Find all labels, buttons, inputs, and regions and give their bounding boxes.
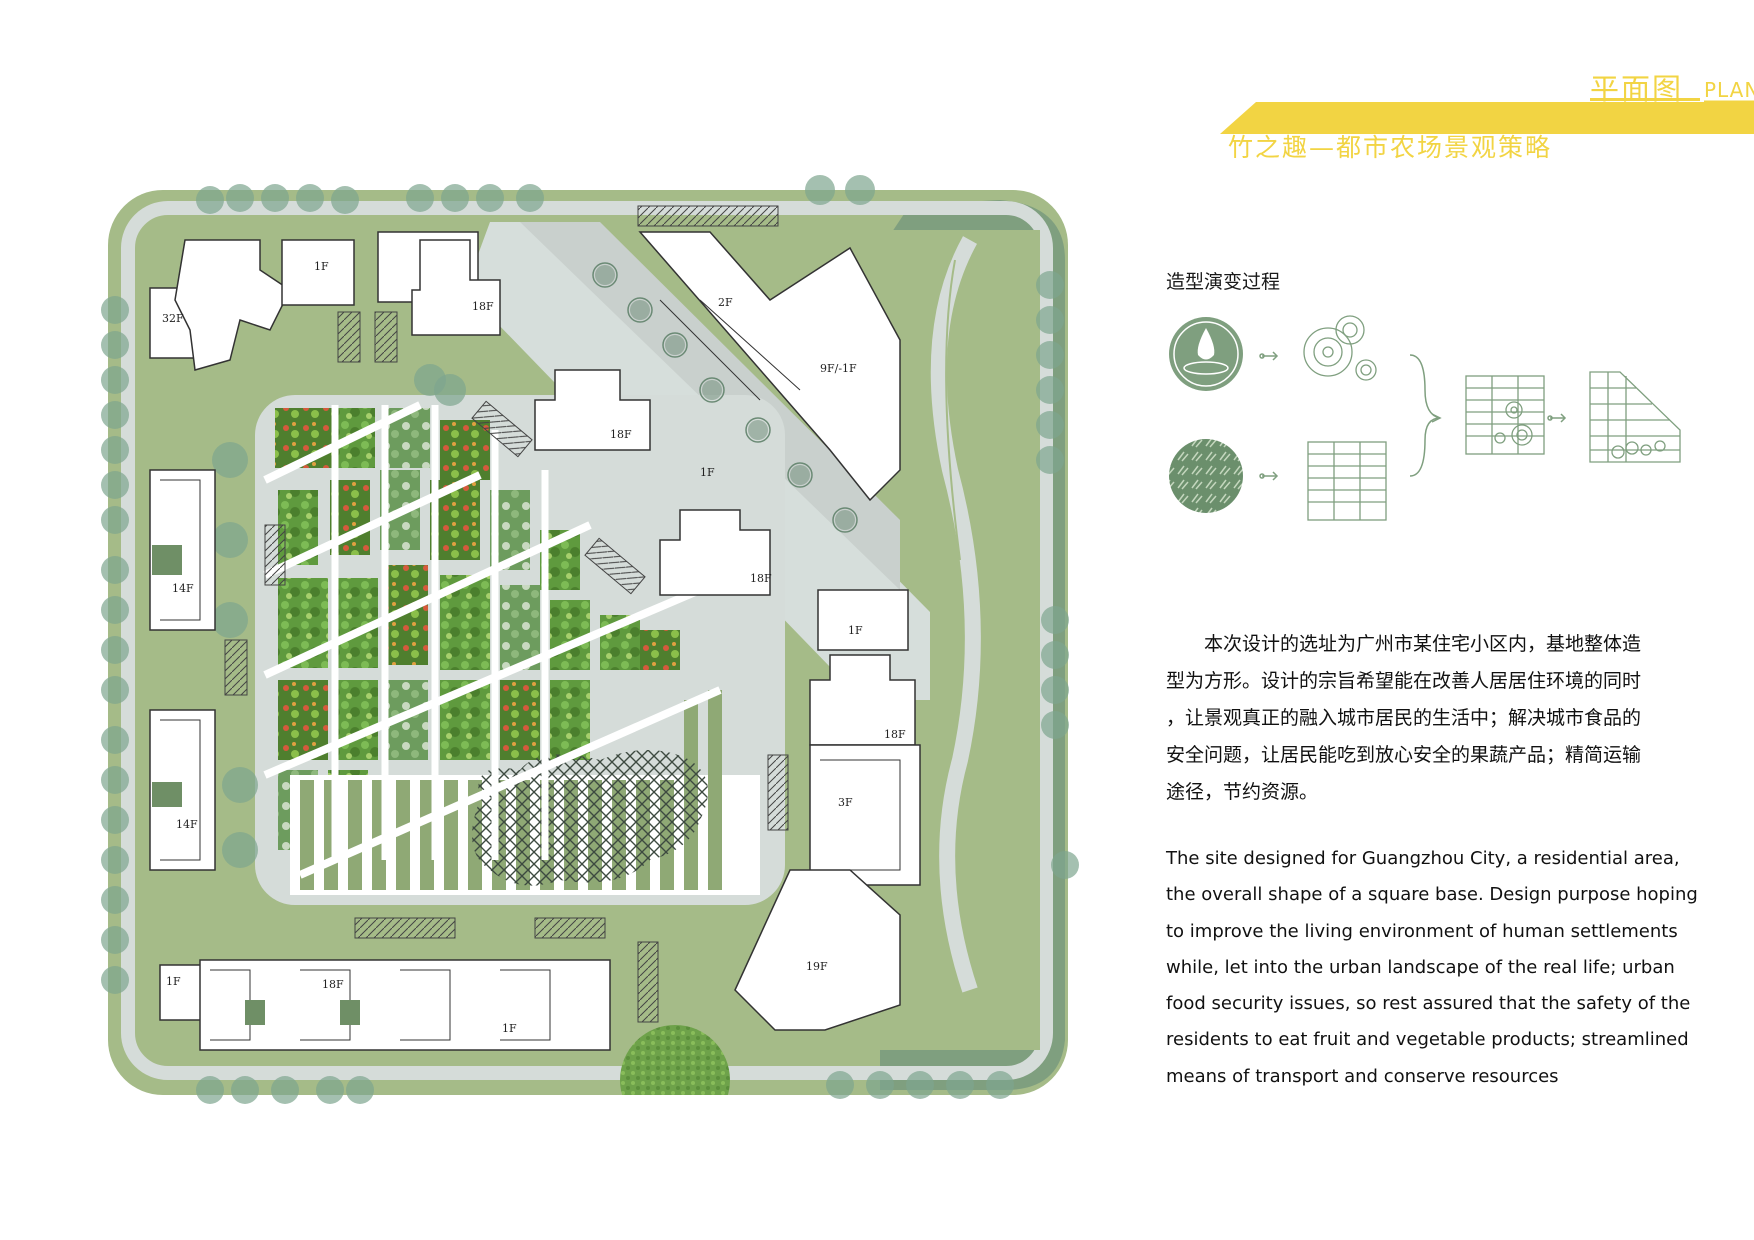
farm-fields xyxy=(263,401,760,895)
label-1f-a: 1F xyxy=(314,260,329,273)
description-en-line: means of transport and conserve resource… xyxy=(1166,1065,1559,1087)
description-cn-line: 型为方形。设计的宗旨希望能在改善人居居住环境的同时 xyxy=(1166,670,1642,692)
label-1f-b: 1F xyxy=(700,466,715,479)
description-cn-line: 途径，节约资源。 xyxy=(1166,781,1319,803)
parking xyxy=(224,205,789,1023)
description-en-line: the overall shape of a square base. Desi… xyxy=(1166,884,1698,906)
header-bar xyxy=(1220,100,1754,134)
label-14f-b: 14F xyxy=(176,818,198,831)
label-19f: 19F xyxy=(806,960,828,973)
bamboo-icon xyxy=(1169,439,1243,513)
site-plan: 32F 1F 18F 2F 9F/-1F 18F 1F 14F 18F 1F 1… xyxy=(101,175,1079,1110)
water-drop-icon xyxy=(1169,317,1243,391)
trees xyxy=(101,175,1079,1104)
description-cn: 本次设计的选址为广州市某住宅小区内，基地整体造 型为方形。设计的宗旨希望能在改善… xyxy=(1166,626,1686,811)
label-1f-e: 1F xyxy=(502,1022,517,1035)
label-18f-c: 18F xyxy=(750,572,772,585)
description-en-line: residents to eat fruit and vegetable pro… xyxy=(1166,1029,1689,1051)
label-32f: 32F xyxy=(162,312,184,325)
description-cn-line: 本次设计的选址为广州市某住宅小区内，基地整体造 xyxy=(1166,633,1642,655)
description-cn-line: 安全问题，让居民能吃到放心安全的果蔬产品；精简运输 xyxy=(1166,744,1642,766)
label-2f: 2F xyxy=(718,296,733,309)
description-cn-line: ，让景观真正的融入城市居民的生活中；解决城市食品的 xyxy=(1166,707,1642,729)
header-title-underline xyxy=(1590,98,1700,101)
combined-grid-icon xyxy=(1465,375,1545,455)
label-3f: 3F xyxy=(838,796,853,809)
description-en-line: food security issues, so rest assured th… xyxy=(1166,993,1691,1015)
page-title-en: PLAN xyxy=(1704,78,1754,102)
label-18f-e: 18F xyxy=(322,978,344,991)
evolution-title: 造型演变过程 xyxy=(1166,271,1281,293)
buildings xyxy=(149,231,921,1051)
description-en: The site designed for Guangzhou City, a … xyxy=(1166,841,1698,1095)
label-14f-a: 14F xyxy=(172,582,194,595)
description-en-line: while, let into the urban landscape of t… xyxy=(1166,956,1675,978)
label-18f-b: 18F xyxy=(610,428,632,441)
description-en-line: to improve the living environment of hum… xyxy=(1166,920,1678,942)
label-18f-a: 18F xyxy=(472,300,494,313)
ripple-circles-icon xyxy=(1303,315,1377,381)
description-en-line: The site designed for Guangzhou City, a … xyxy=(1166,848,1680,869)
grid-icon xyxy=(1307,441,1387,521)
label-1f-d: 1F xyxy=(166,975,181,988)
final-plan-icon xyxy=(1589,371,1681,463)
label-18f-d: 18F xyxy=(884,728,906,741)
label-1f-c: 1F xyxy=(848,624,863,637)
evolution-diagram xyxy=(1169,315,1681,521)
page-subtitle: 竹之趣—都市农场景观策略 xyxy=(1228,133,1553,162)
label-9f: 9F/-1F xyxy=(820,362,857,375)
